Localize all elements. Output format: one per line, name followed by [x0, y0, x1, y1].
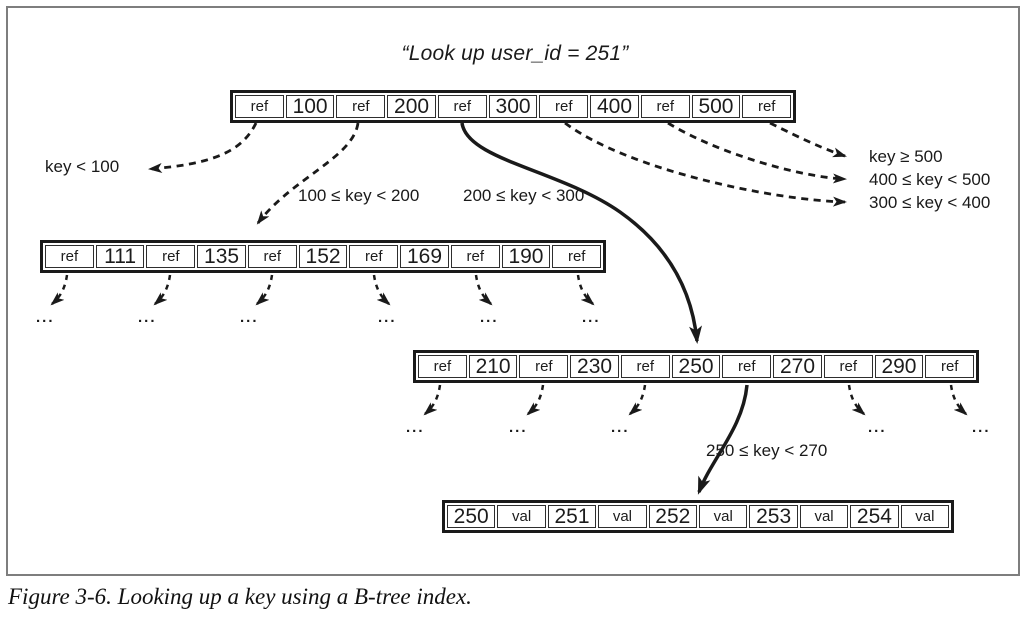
cell-key: 135	[197, 245, 246, 268]
cell-ref: ref	[45, 245, 94, 268]
label-250-le-key-lt-270: 250 ≤ key < 270	[706, 441, 828, 460]
label-400-le-key-lt-500: 400 ≤ key < 500	[869, 170, 991, 189]
ellipsis-l3-5: ...	[868, 419, 887, 436]
cell-key: 270	[773, 355, 822, 378]
cell-key: 100	[285, 95, 335, 118]
cell-ref: ref	[336, 95, 386, 118]
cell-ref: ref	[450, 245, 500, 268]
cell-ref: ref	[925, 355, 975, 378]
cell-key: 190	[501, 245, 551, 268]
ellipsis-l3-3: ...	[611, 419, 630, 436]
cell-ref: ref	[620, 355, 670, 378]
cell-key: 251	[547, 505, 597, 528]
cell-key: 290	[874, 355, 924, 378]
ellipsis-l2-3: ...	[240, 309, 259, 326]
cell-ref: ref	[640, 95, 690, 118]
cell-val: val	[497, 505, 546, 528]
cell-key: 200	[387, 95, 436, 118]
cell-ref: ref	[823, 355, 873, 378]
label-key-ge-500: key ≥ 500	[869, 147, 943, 166]
cell-ref: ref	[146, 245, 196, 268]
cell-ref: ref	[418, 355, 467, 378]
cell-key: 210	[468, 355, 518, 378]
cell-ref: ref	[722, 355, 772, 378]
cell-key: 300	[488, 95, 538, 118]
cell-ref: ref	[519, 355, 569, 378]
ellipsis-l2-6: ...	[582, 309, 601, 326]
ellipsis-l2-5: ...	[480, 309, 499, 326]
figure-caption: Figure 3-6. Looking up a key using a B-t…	[8, 584, 472, 609]
cell-ref: ref	[247, 245, 297, 268]
cell-key: 250	[671, 355, 721, 378]
label-300-le-key-lt-400: 300 ≤ key < 400	[869, 193, 991, 212]
label-key-lt-100: key < 100	[45, 157, 120, 176]
label-100-le-key-lt-200: 100 ≤ key < 200	[298, 186, 420, 205]
cell-ref: ref	[552, 245, 602, 268]
cell-val: val	[799, 505, 849, 528]
cell-key: 230	[570, 355, 619, 378]
cell-key: 250	[447, 505, 496, 528]
ellipsis-l3-1: ...	[406, 419, 425, 436]
cell-key: 254	[850, 505, 899, 528]
lookup-query-title: “Look up user_id = 251”	[401, 42, 629, 65]
cell-ref: ref	[349, 245, 399, 268]
cell-key: 252	[648, 505, 698, 528]
cell-key: 111	[95, 245, 145, 268]
ellipsis-l2-2: ...	[138, 309, 157, 326]
label-200-le-key-lt-300: 200 ≤ key < 300	[463, 186, 585, 205]
ellipsis-l2-1: ...	[36, 309, 55, 326]
cell-key: 169	[400, 245, 449, 268]
cell-ref: ref	[742, 95, 792, 118]
cell-key: 253	[749, 505, 798, 528]
ellipsis-l3-2: ...	[509, 419, 528, 436]
cell-key: 152	[298, 245, 348, 268]
cell-ref: ref	[437, 95, 487, 118]
cell-ref: ref	[539, 95, 589, 118]
cell-val: val	[598, 505, 647, 528]
ellipsis-l2-4: ...	[378, 309, 397, 326]
cell-ref: ref	[235, 95, 284, 118]
cell-key: 400	[590, 95, 639, 118]
cell-key: 500	[691, 95, 741, 118]
cell-val: val	[900, 505, 950, 528]
ellipsis-l3-6: ...	[972, 419, 991, 436]
cell-val: val	[699, 505, 748, 528]
